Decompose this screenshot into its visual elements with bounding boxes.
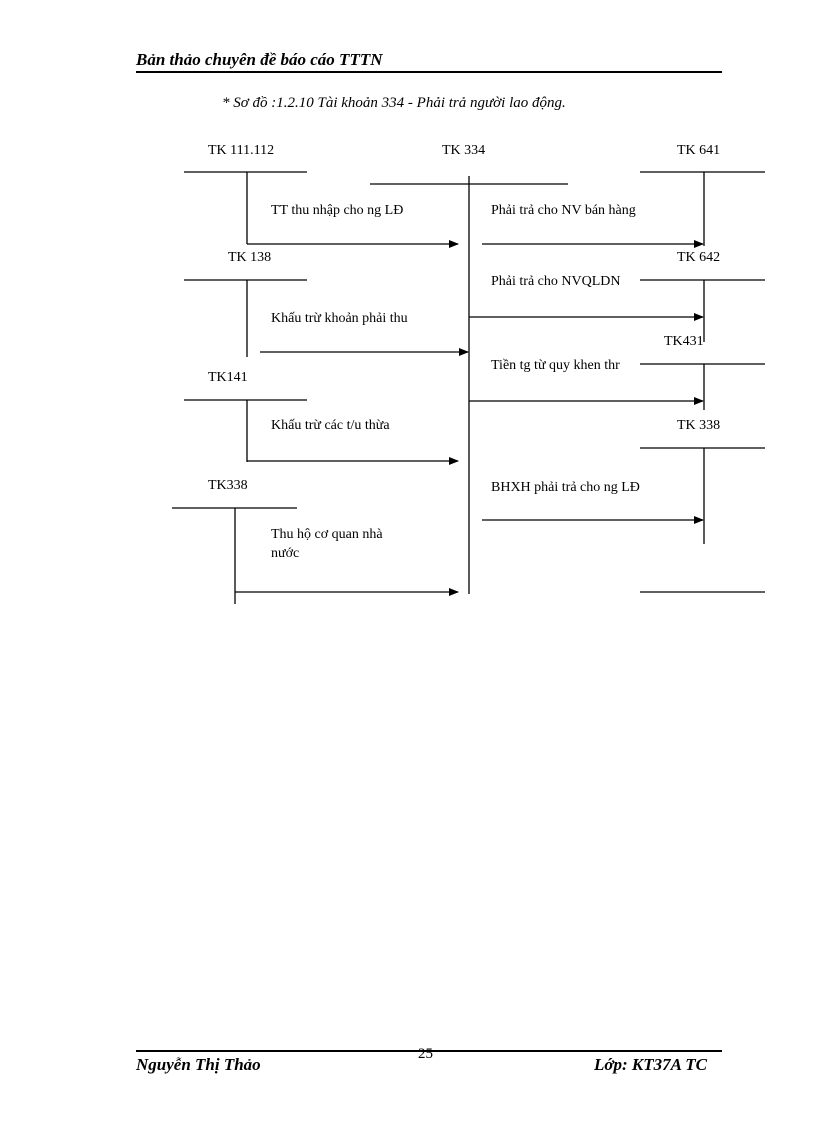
account-label-tk431: TK431 <box>664 334 704 349</box>
flow-label-phai-tra-nv-ban-hang: Phải trả cho NV bán hàng <box>491 203 636 218</box>
account-label-tk642: TK 642 <box>677 250 721 265</box>
document-header-title: Bản thảo chuyên đề báo cáo TTTN <box>136 50 383 69</box>
account-label-tk338-right: TK 338 <box>677 418 721 433</box>
account-label-tk338-left: TK338 <box>208 478 248 493</box>
footer-class: Lớp: KT37A TC <box>594 1055 708 1074</box>
flow-label-bhxh: BHXH phải trả cho ng LĐ <box>491 480 640 495</box>
flow-label-thu-ho-line1: Thu hộ cơ quan nhà <box>271 527 383 542</box>
account-label-tk334: TK 334 <box>442 143 486 158</box>
flow-label-thu-ho-line2: nước <box>271 546 300 561</box>
footer-rule <box>136 1050 722 1052</box>
account-label-tk641: TK 641 <box>677 143 721 158</box>
account-label-tk138: TK 138 <box>228 250 272 265</box>
flow-label-khau-tru-phai-thu: Khấu trừ khoản phải thu <box>271 311 408 326</box>
account-label-tk111: TK 111.112 <box>208 143 275 158</box>
account-label-tk141: TK141 <box>208 370 248 385</box>
diagram-caption: * Sơ đồ :1.2.10 Tài khoản 334 - Phải trả… <box>222 95 566 111</box>
flow-label-tt-thu-nhap: TT thu nhập cho ng LĐ <box>271 203 404 218</box>
footer-author: Nguyễn Thị Thảo <box>136 1055 261 1074</box>
flow-label-khau-tru-tu-thua: Khấu trừ các t/u thừa <box>271 418 390 433</box>
page-number: 25 <box>418 1046 433 1062</box>
header-rule <box>136 71 722 73</box>
flow-label-phai-tra-nvqldn: Phải trả cho NVQLDN <box>491 274 621 289</box>
flow-label-tien-thuong: Tiền tg từ quy khen thr <box>491 358 620 373</box>
